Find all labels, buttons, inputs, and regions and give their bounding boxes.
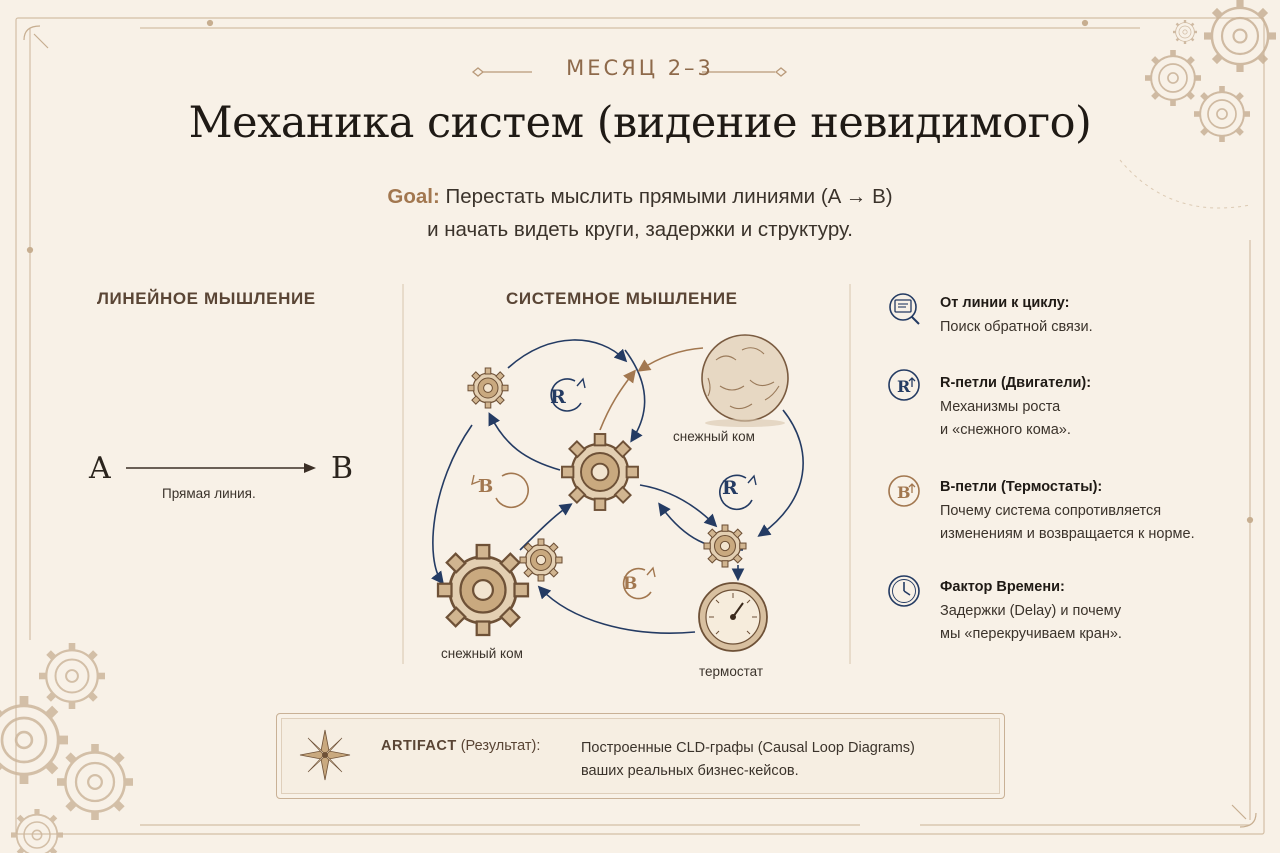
legend-title-time: Фактор Времени: bbox=[940, 579, 1065, 595]
causal-loop-diagram: R R B B bbox=[431, 334, 804, 652]
linear-thinking-heading: ЛИНЕЙНОЕ МЫШЛЕНИЕ bbox=[97, 289, 316, 308]
r-loop-marker-top: R bbox=[550, 377, 586, 412]
clock-icon bbox=[888, 575, 920, 607]
artifact-text-1: Построенные CLD-графы (Causal Loop Diagr… bbox=[581, 740, 915, 756]
snowball-illustration bbox=[701, 334, 789, 427]
thermostat-label: термостат bbox=[699, 664, 764, 679]
legend-text-feedback: Поиск обратной связи. bbox=[940, 319, 1093, 335]
thermostat-illustration bbox=[698, 582, 768, 652]
magnifier-icon bbox=[889, 293, 920, 325]
node-b: B bbox=[331, 451, 354, 486]
svg-text:R: R bbox=[722, 477, 738, 499]
snowball-label-bottom: снежный ком bbox=[441, 646, 523, 661]
legend-title-b-loops: B-петли (Термостаты): bbox=[940, 479, 1103, 495]
page-title: Механика систем (видение невидимого) bbox=[188, 98, 1092, 148]
legend-title-feedback: От линии к циклу: bbox=[940, 295, 1070, 311]
b-loop-icon: B bbox=[888, 475, 920, 507]
goal-line-1: Goal: Перестать мыслить прямыми линиями … bbox=[0, 180, 1280, 213]
legend-text-time-1: Задержки (Delay) и почему bbox=[940, 603, 1122, 619]
b-loop-marker-bottom: B bbox=[622, 566, 656, 600]
b-loop-marker-left: B bbox=[471, 472, 529, 509]
legend-text-r-loops-2: и «снежного кома». bbox=[940, 422, 1071, 438]
straight-line-caption: Прямая линия. bbox=[162, 486, 256, 501]
r-loop-icon: R bbox=[888, 369, 920, 401]
straight-arrow bbox=[126, 463, 316, 473]
artifact-label: ARTIFACT (Результат): bbox=[381, 738, 540, 754]
goal-label: Goal: bbox=[387, 185, 440, 208]
svg-text:B: B bbox=[623, 574, 637, 594]
goal-text-1: Перестать мыслить прямыми линиями (A → B… bbox=[445, 185, 893, 208]
artifact-box bbox=[276, 713, 1005, 799]
legend-text-b-loops-2: изменениям и возвращается к норме. bbox=[940, 526, 1195, 542]
artifact-text-2: ваших реальных бизнес-кейсов. bbox=[581, 763, 799, 779]
node-a: A bbox=[89, 451, 111, 486]
svg-text:R: R bbox=[550, 386, 566, 408]
goal-text-2: и начать видеть круги, задержки и структ… bbox=[427, 218, 853, 241]
legend-title-r-loops: R-петли (Двигатели): bbox=[940, 375, 1092, 391]
systems-thinking-heading: СИСТЕМНОЕ МЫШЛЕНИЕ bbox=[506, 289, 738, 308]
svg-text:R: R bbox=[897, 377, 911, 396]
legend-text-b-loops-1: Почему система сопротивляется bbox=[940, 503, 1162, 519]
r-loop-marker-right: R bbox=[719, 474, 757, 511]
compass-rose-icon bbox=[299, 729, 351, 781]
snowball-label-top: снежный ком bbox=[673, 429, 755, 444]
svg-text:B: B bbox=[897, 483, 911, 502]
legend-text-time-2: мы «перекручиваем кран». bbox=[940, 626, 1122, 642]
month-label: МЕСЯЦ 2–3 bbox=[566, 56, 714, 80]
svg-text:B: B bbox=[478, 476, 493, 497]
artifact-label-suffix: (Результат): bbox=[460, 738, 541, 754]
artifact-label-main: ARTIFACT bbox=[381, 738, 457, 754]
legend-text-r-loops-1: Механизмы роста bbox=[940, 399, 1061, 415]
goal-statement: Goal: Перестать мыслить прямыми линиями … bbox=[0, 180, 1280, 246]
